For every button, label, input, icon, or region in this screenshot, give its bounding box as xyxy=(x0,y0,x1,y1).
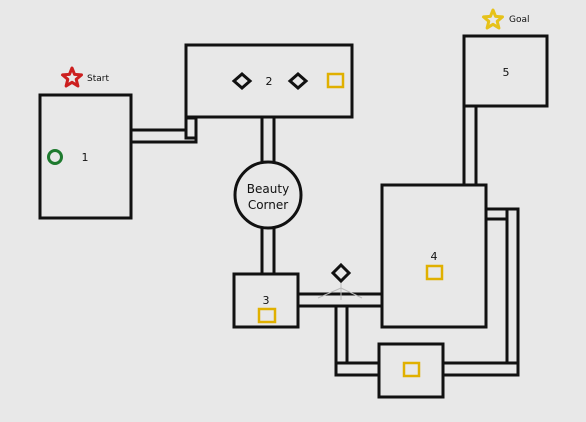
diamond-icon[interactable] xyxy=(287,72,309,90)
beauty-corner-label-line1: Beauty xyxy=(247,182,289,196)
junction-lines xyxy=(317,280,363,300)
corridor-1-2-vertical xyxy=(184,116,198,140)
room-2-label: 2 xyxy=(266,75,273,88)
beauty-corner-label-line2: Corner xyxy=(248,198,288,212)
corridor-2-corner xyxy=(260,115,276,165)
room-beauty-corner xyxy=(233,160,303,230)
corridor-right-vertical xyxy=(505,207,520,377)
room-3 xyxy=(232,272,300,329)
gold-square-icon[interactable] xyxy=(425,264,444,281)
gold-square-icon[interactable] xyxy=(326,72,345,89)
gold-star-icon xyxy=(482,8,504,30)
room-3-label: 3 xyxy=(263,294,270,307)
red-star-icon xyxy=(61,66,83,88)
start-marker: Start xyxy=(61,66,109,88)
start-label: Start xyxy=(87,74,109,84)
enemies xyxy=(231,72,352,284)
diamond-icon[interactable] xyxy=(330,262,352,284)
corridor-5-4 xyxy=(462,104,478,187)
player-green-circle-icon[interactable] xyxy=(47,149,63,165)
items xyxy=(257,72,444,378)
goal-label: Goal xyxy=(509,15,530,25)
room-4-label: 4 xyxy=(431,250,438,263)
room-1-label: 1 xyxy=(82,151,89,164)
gold-square-icon[interactable] xyxy=(257,307,277,324)
room-5-label: 5 xyxy=(503,66,510,79)
room-bottom xyxy=(377,342,445,399)
corridor-3-4 xyxy=(296,292,384,308)
room-1 xyxy=(38,93,133,220)
room-4 xyxy=(380,183,488,329)
room-2 xyxy=(184,43,354,119)
corridor-bottom-right xyxy=(441,361,520,377)
gold-square-icon[interactable] xyxy=(402,361,421,378)
goal-marker: Goal xyxy=(482,8,530,30)
room-5 xyxy=(462,34,549,108)
corridor-bottom-left xyxy=(334,361,381,377)
rooms xyxy=(38,34,549,399)
diamond-icon[interactable] xyxy=(231,72,253,90)
corridor-corner-3 xyxy=(260,225,276,276)
